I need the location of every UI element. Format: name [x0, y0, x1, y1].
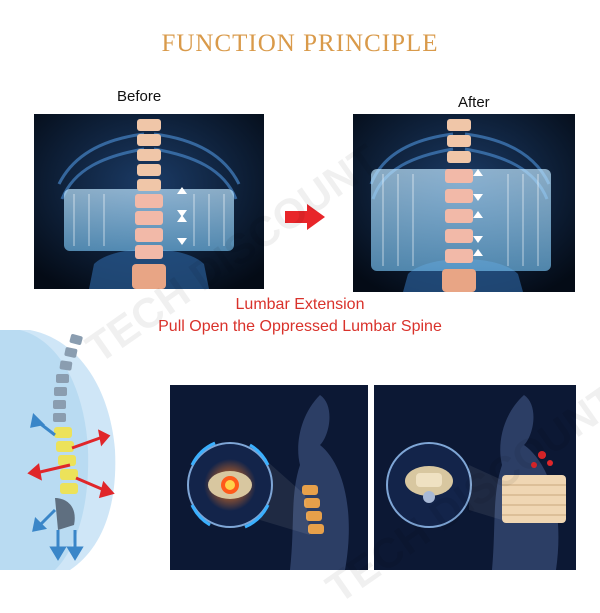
spine-side-illustration: [0, 330, 140, 570]
caption-line-2: Pull Open the Oppressed Lumbar Spine: [158, 318, 442, 335]
caption-line-1: Lumbar Extension: [235, 296, 365, 313]
arrow-right-icon: [285, 202, 325, 232]
page-title: FUNCTION PRINCIPLE: [161, 30, 439, 57]
after-xray-image: [353, 114, 575, 292]
before-label: Before: [117, 88, 162, 105]
lumbar-support-illustration: [374, 385, 576, 570]
before-xray-image: [34, 114, 264, 289]
lumbar-pain-illustration: [170, 385, 368, 570]
after-label: After: [458, 94, 490, 111]
